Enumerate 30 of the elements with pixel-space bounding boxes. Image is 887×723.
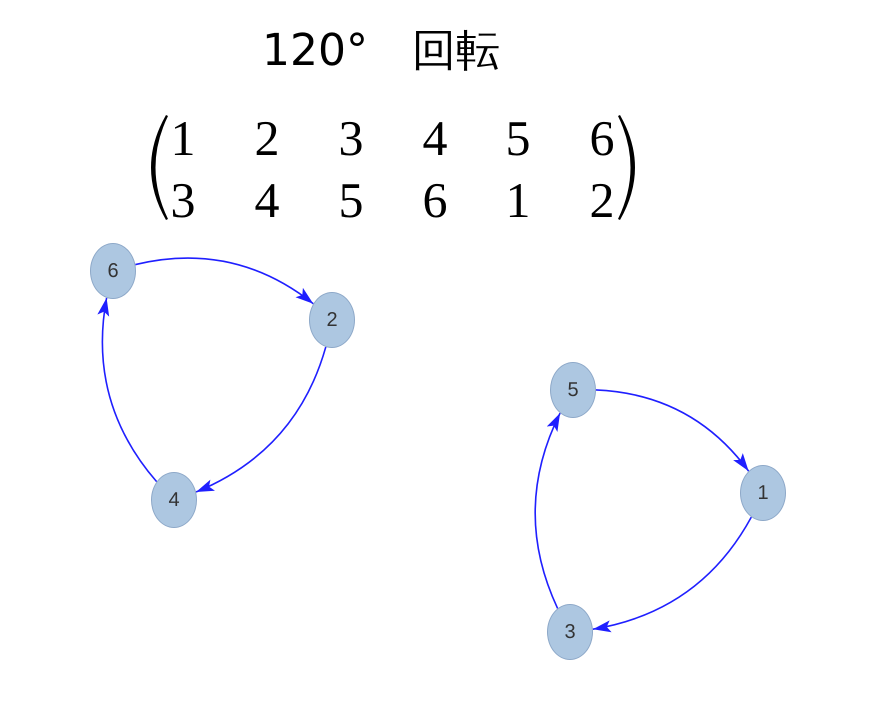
arrow bbox=[135, 257, 314, 304]
ellipse-node bbox=[550, 362, 596, 418]
matrix-entry: 6 bbox=[422, 175, 448, 225]
arrow bbox=[534, 412, 561, 609]
node-label: 2 bbox=[326, 310, 338, 330]
title: 120° 回転 bbox=[262, 26, 500, 76]
arrow bbox=[592, 516, 752, 632]
matrix-entry: 5 bbox=[506, 113, 530, 163]
matrix-entry: 5 bbox=[338, 175, 364, 225]
matrix-entry: 1 bbox=[506, 175, 530, 225]
matrix-entry: 6 bbox=[590, 113, 614, 163]
matrix-entry: 4 bbox=[422, 113, 448, 163]
arrow bbox=[596, 389, 750, 472]
matrix-entry: 4 bbox=[254, 175, 280, 225]
ellipse-node bbox=[151, 472, 197, 528]
node-label: 5 bbox=[567, 380, 579, 400]
node-label: 3 bbox=[564, 622, 576, 642]
matrix-entry: 2 bbox=[254, 113, 280, 163]
matrix-entry: 2 bbox=[590, 175, 614, 225]
ellipse-node bbox=[740, 465, 786, 521]
matrix-entry: 3 bbox=[170, 175, 196, 225]
node-label: 1 bbox=[757, 483, 769, 503]
matrix-entry: 3 bbox=[338, 113, 364, 163]
ellipse-node bbox=[547, 604, 593, 660]
arrow bbox=[98, 298, 158, 482]
arrow bbox=[196, 346, 327, 493]
node-label: 6 bbox=[107, 261, 119, 281]
matrix-entry: 1 bbox=[170, 113, 196, 163]
ellipse-node bbox=[309, 292, 355, 348]
node-label: 4 bbox=[168, 490, 180, 510]
